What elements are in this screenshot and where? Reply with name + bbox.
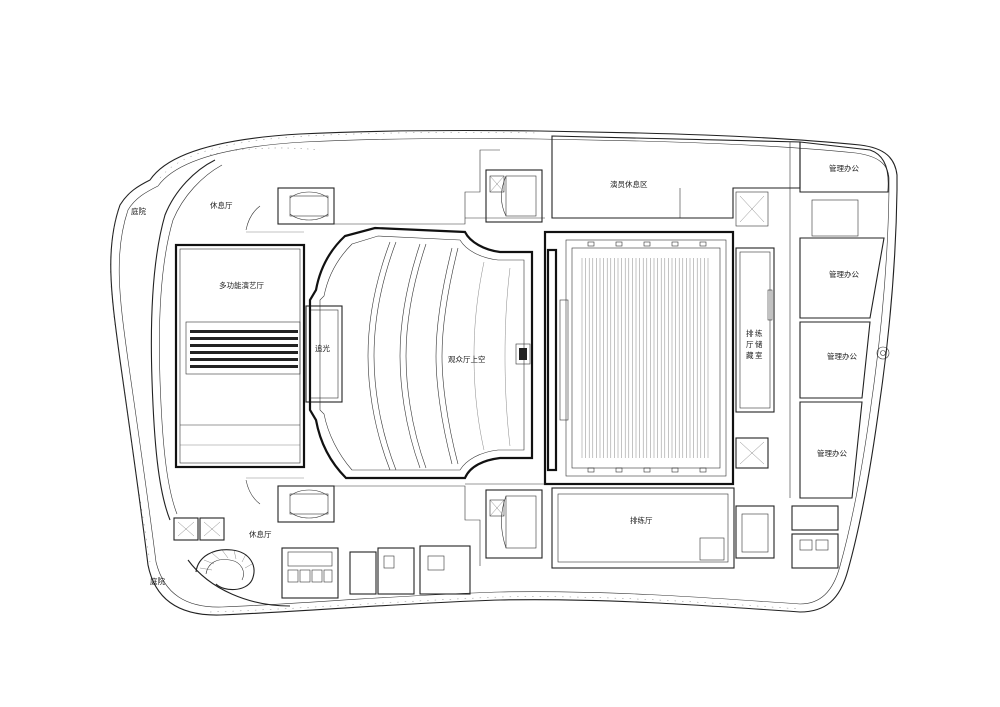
rehearsal-hall	[551, 487, 735, 569]
rehearsal-storage	[735, 247, 775, 413]
stage-lights	[587, 241, 707, 473]
label-lounge-top: 休息厅	[210, 200, 233, 210]
office-block	[789, 141, 890, 569]
label-rehearsal-storage: 排厅藏练储室	[746, 328, 763, 360]
vertical-circulation	[173, 169, 775, 591]
main-stage	[543, 230, 735, 486]
label-lounge-bottom: 休息厅	[249, 529, 272, 539]
label-office-4: 管理办公	[817, 448, 847, 458]
performer-lounge	[551, 135, 801, 227]
service-rooms	[281, 545, 471, 599]
label-office-2: 管理办公	[829, 269, 859, 279]
label-rehearsal-hall: 排练厅	[630, 515, 653, 525]
label-courtyard-top: 庭院	[131, 206, 146, 216]
label-courtyard-bottom: 庭院	[150, 576, 165, 586]
room-labels: 休息厅 庭院 多功能演艺厅 追光 观众厅上空 演员休息区 排练厅 休息厅 庭院 …	[131, 163, 859, 586]
label-office-3: 管理办公	[827, 351, 857, 361]
label-office-1: 管理办公	[829, 163, 859, 173]
building-envelope	[110, 129, 898, 616]
label-performer-lounge: 演员休息区	[610, 179, 648, 189]
corridors	[245, 149, 545, 566]
label-auditorium-void: 观众厅上空	[448, 354, 486, 364]
stage-battens	[581, 258, 709, 458]
label-multipurpose-hall: 多功能演艺厅	[219, 280, 264, 290]
follow-spot-room	[305, 305, 343, 403]
hall-seating	[185, 321, 301, 375]
inner-courtyard-wall	[150, 147, 321, 607]
multipurpose-hall	[174, 243, 306, 469]
auditorium	[308, 226, 534, 480]
label-follow-spot: 追光	[315, 343, 330, 353]
